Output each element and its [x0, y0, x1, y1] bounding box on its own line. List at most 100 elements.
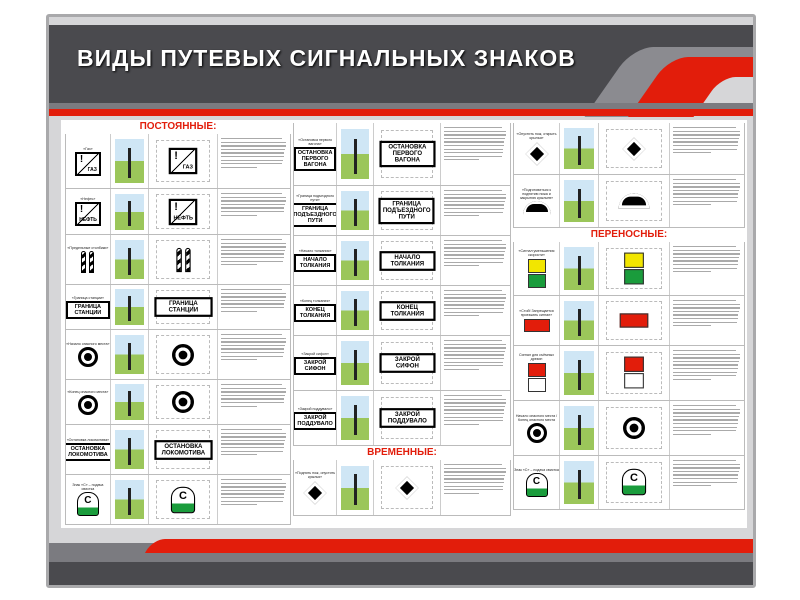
sign-cell: «Конец толкания»КОНЕЦ ТОЛКАНИЯ	[294, 286, 338, 335]
description-line	[673, 426, 737, 428]
description-cell	[218, 380, 290, 424]
placement-photo	[114, 139, 145, 183]
diagram-cell: !ГАЗ	[149, 134, 219, 188]
sign-label: «Газ»	[83, 146, 93, 151]
header-stripe	[49, 109, 753, 116]
sign-cell: «Предельные столбики»	[66, 235, 111, 284]
sign-row: «Поднять нож, опустить крылья»	[293, 460, 511, 516]
section-title: ПЕРЕНОСНЫЕ:	[590, 229, 668, 240]
placement-photo	[114, 479, 145, 520]
placement-photo	[563, 406, 595, 450]
sign-cell: «Газ»!ГАЗ	[66, 134, 111, 188]
danger-place-sign-icon	[526, 422, 547, 443]
description-line	[221, 299, 285, 302]
description-line	[221, 260, 284, 262]
photo-cell	[337, 286, 374, 335]
sign-label: «Сигнал уменьшения скорости»	[518, 248, 555, 257]
description-line	[673, 246, 736, 248]
description-line	[673, 360, 739, 363]
dimension-drawing	[606, 301, 663, 340]
description-line	[673, 303, 741, 305]
photo-cell	[111, 285, 149, 329]
dimension-drawing: ЗАКРОЙ ПОДДУВАЛО	[378, 396, 435, 440]
description-line	[673, 141, 739, 143]
description-line	[673, 253, 740, 255]
description-cell	[218, 235, 290, 284]
sign-graphic: ГРАНИЦА ПОДЪЕЗДНОГО ПУТИ	[294, 203, 337, 227]
description-line	[221, 148, 285, 151]
dimension-drawing: С	[155, 480, 211, 519]
description-line	[221, 387, 287, 389]
description-line	[673, 375, 737, 377]
diagram-cell: С	[149, 475, 219, 524]
snowplow-prepare-sign-icon	[618, 193, 650, 209]
description-line	[673, 152, 711, 154]
dimension-drawing	[155, 240, 211, 279]
description-line	[221, 163, 283, 165]
description-line	[443, 354, 505, 356]
description-line	[221, 402, 284, 404]
sign-graphic: ГРАНИЦА СТАНЦИИ	[66, 300, 110, 319]
description-line	[443, 204, 505, 206]
sign-row: «Конец опасного места»	[65, 380, 291, 425]
description-line	[673, 127, 736, 129]
sign-row: «Подготовиться к поднятию ножа и закрыти…	[513, 175, 745, 228]
dimension-drawing	[606, 351, 663, 395]
description-line	[443, 148, 504, 150]
diagram-cell: ОСТАНОВКА ЛОКОМОТИВА	[149, 425, 219, 474]
description-line	[221, 454, 258, 456]
description-line	[221, 348, 285, 350]
dimension-drawing	[606, 406, 663, 450]
description-line	[443, 311, 504, 313]
description-line	[673, 364, 739, 366]
speed-reduction-signal-icon	[623, 251, 645, 285]
description-line	[443, 290, 502, 292]
description-cell	[218, 134, 290, 188]
description-line	[221, 500, 284, 502]
white-plate	[527, 378, 546, 392]
description-line	[221, 307, 284, 309]
poster-board: ВИДЫ ПУТЕВЫХ СИГНАЛЬНЫХ ЗНАКОВ ПОСТОЯННЫ…	[46, 14, 756, 588]
description-line	[443, 159, 479, 161]
description-line	[673, 145, 738, 147]
danger-place-sign-icon	[77, 347, 98, 367]
diagram-cell	[374, 460, 441, 515]
photo-cell	[111, 134, 149, 188]
snowplow-sign-icon	[395, 476, 419, 500]
placement-photo	[114, 239, 145, 280]
sign-cell: «Остановка локомотива»ОСТАНОВКА ЛОКОМОТИ…	[66, 425, 111, 474]
header-stripe	[49, 103, 753, 109]
description-cell	[670, 296, 744, 345]
description-line	[673, 204, 711, 206]
sign-row: Начало опасного места / Конец опасного м…	[513, 401, 745, 456]
sign-label: «Нефть»	[80, 197, 96, 201]
sign-cell: «Остановка первого вагона»ОСТАНОВКА ПЕРВ…	[294, 123, 338, 185]
sign-cell: «Начало опасного места»	[66, 330, 111, 379]
description-line	[221, 504, 258, 506]
description-line	[673, 137, 739, 140]
diagram-cell	[149, 235, 219, 284]
sign-graphic: ОСТАНОВКА ПЕРВОГО ВАГОНА	[378, 140, 435, 168]
description-line	[443, 190, 502, 192]
description-line	[443, 365, 503, 367]
sign-cell: «Нефть»!НЕФТЬ	[66, 189, 111, 234]
photo-cell	[111, 330, 149, 379]
sign-label: «Стой! Запрещается проезжать сигнал»	[519, 308, 554, 317]
description-line	[221, 391, 286, 393]
sign-graphic: ОСТАНОВКА ЛОКОМОТИВА	[66, 443, 110, 461]
sign-graphic: ЗАКРОЙ ПОДДУВАЛО	[294, 411, 337, 430]
description-line	[221, 249, 285, 252]
photo-cell	[337, 391, 374, 445]
photo-cell	[560, 401, 600, 455]
dimension-drawing	[606, 247, 663, 290]
description-line	[443, 358, 504, 360]
placement-photo	[340, 465, 370, 510]
diagram-cell	[599, 175, 671, 227]
description-line	[221, 152, 285, 154]
description-line	[443, 215, 479, 217]
description-line	[221, 203, 285, 206]
sign-graphic: НАЧАЛО ТОЛКАНИЯ	[294, 254, 337, 272]
description-cell	[441, 186, 510, 235]
